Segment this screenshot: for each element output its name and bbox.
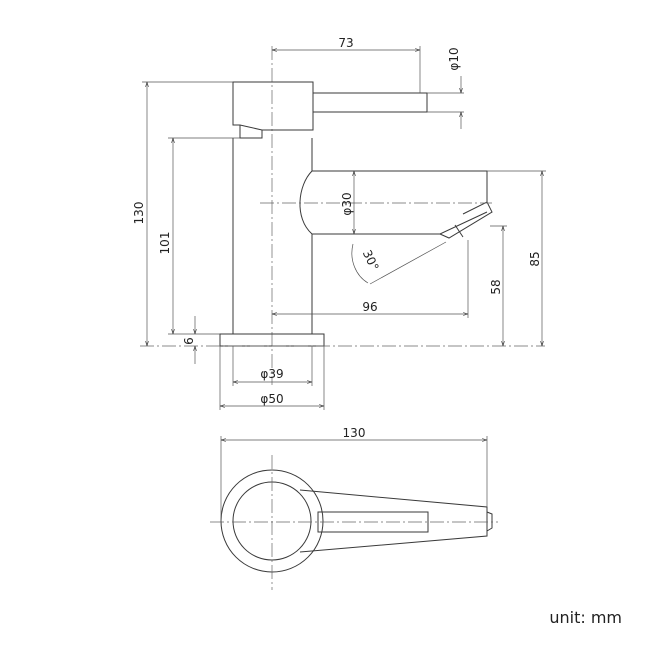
- spout-plan-outline: [299, 489, 488, 553]
- dim-96-label: 96: [362, 300, 377, 314]
- lever-plan: [317, 511, 429, 533]
- lever: [313, 92, 428, 113]
- spout-aerator: [439, 201, 493, 239]
- dim-10-label: φ10: [447, 47, 461, 70]
- plan-view: 130: [210, 426, 498, 590]
- dim-30-label: φ30: [340, 192, 354, 215]
- dim-101-label: 101: [158, 232, 172, 255]
- handle-cap: [232, 81, 314, 131]
- cap-collar: [239, 125, 263, 139]
- dim-130-label: 130: [132, 202, 146, 225]
- dim-50-label: φ50: [260, 392, 283, 406]
- spout-joint-curve: [299, 170, 313, 235]
- dim-plan-label: 130: [343, 426, 366, 440]
- aerator-ring: [454, 224, 464, 238]
- dim-73-label: 73: [338, 36, 353, 50]
- aerator-plan: [486, 511, 493, 532]
- dim-85-label: 85: [528, 251, 542, 266]
- dim-58-label: 58: [489, 279, 503, 294]
- dim-39-label: φ39: [260, 367, 283, 381]
- dim-angle-arc: [351, 243, 369, 284]
- dim-angle-ray: [369, 241, 447, 285]
- dim-angle-label: 30°: [360, 248, 382, 273]
- unit-label: unit: mm: [549, 608, 622, 627]
- spout-top: [312, 170, 488, 202]
- front-view: 73 φ10 130 101 6 φ30 30° 96 58: [132, 36, 546, 410]
- dim-6-label: 6: [182, 337, 196, 345]
